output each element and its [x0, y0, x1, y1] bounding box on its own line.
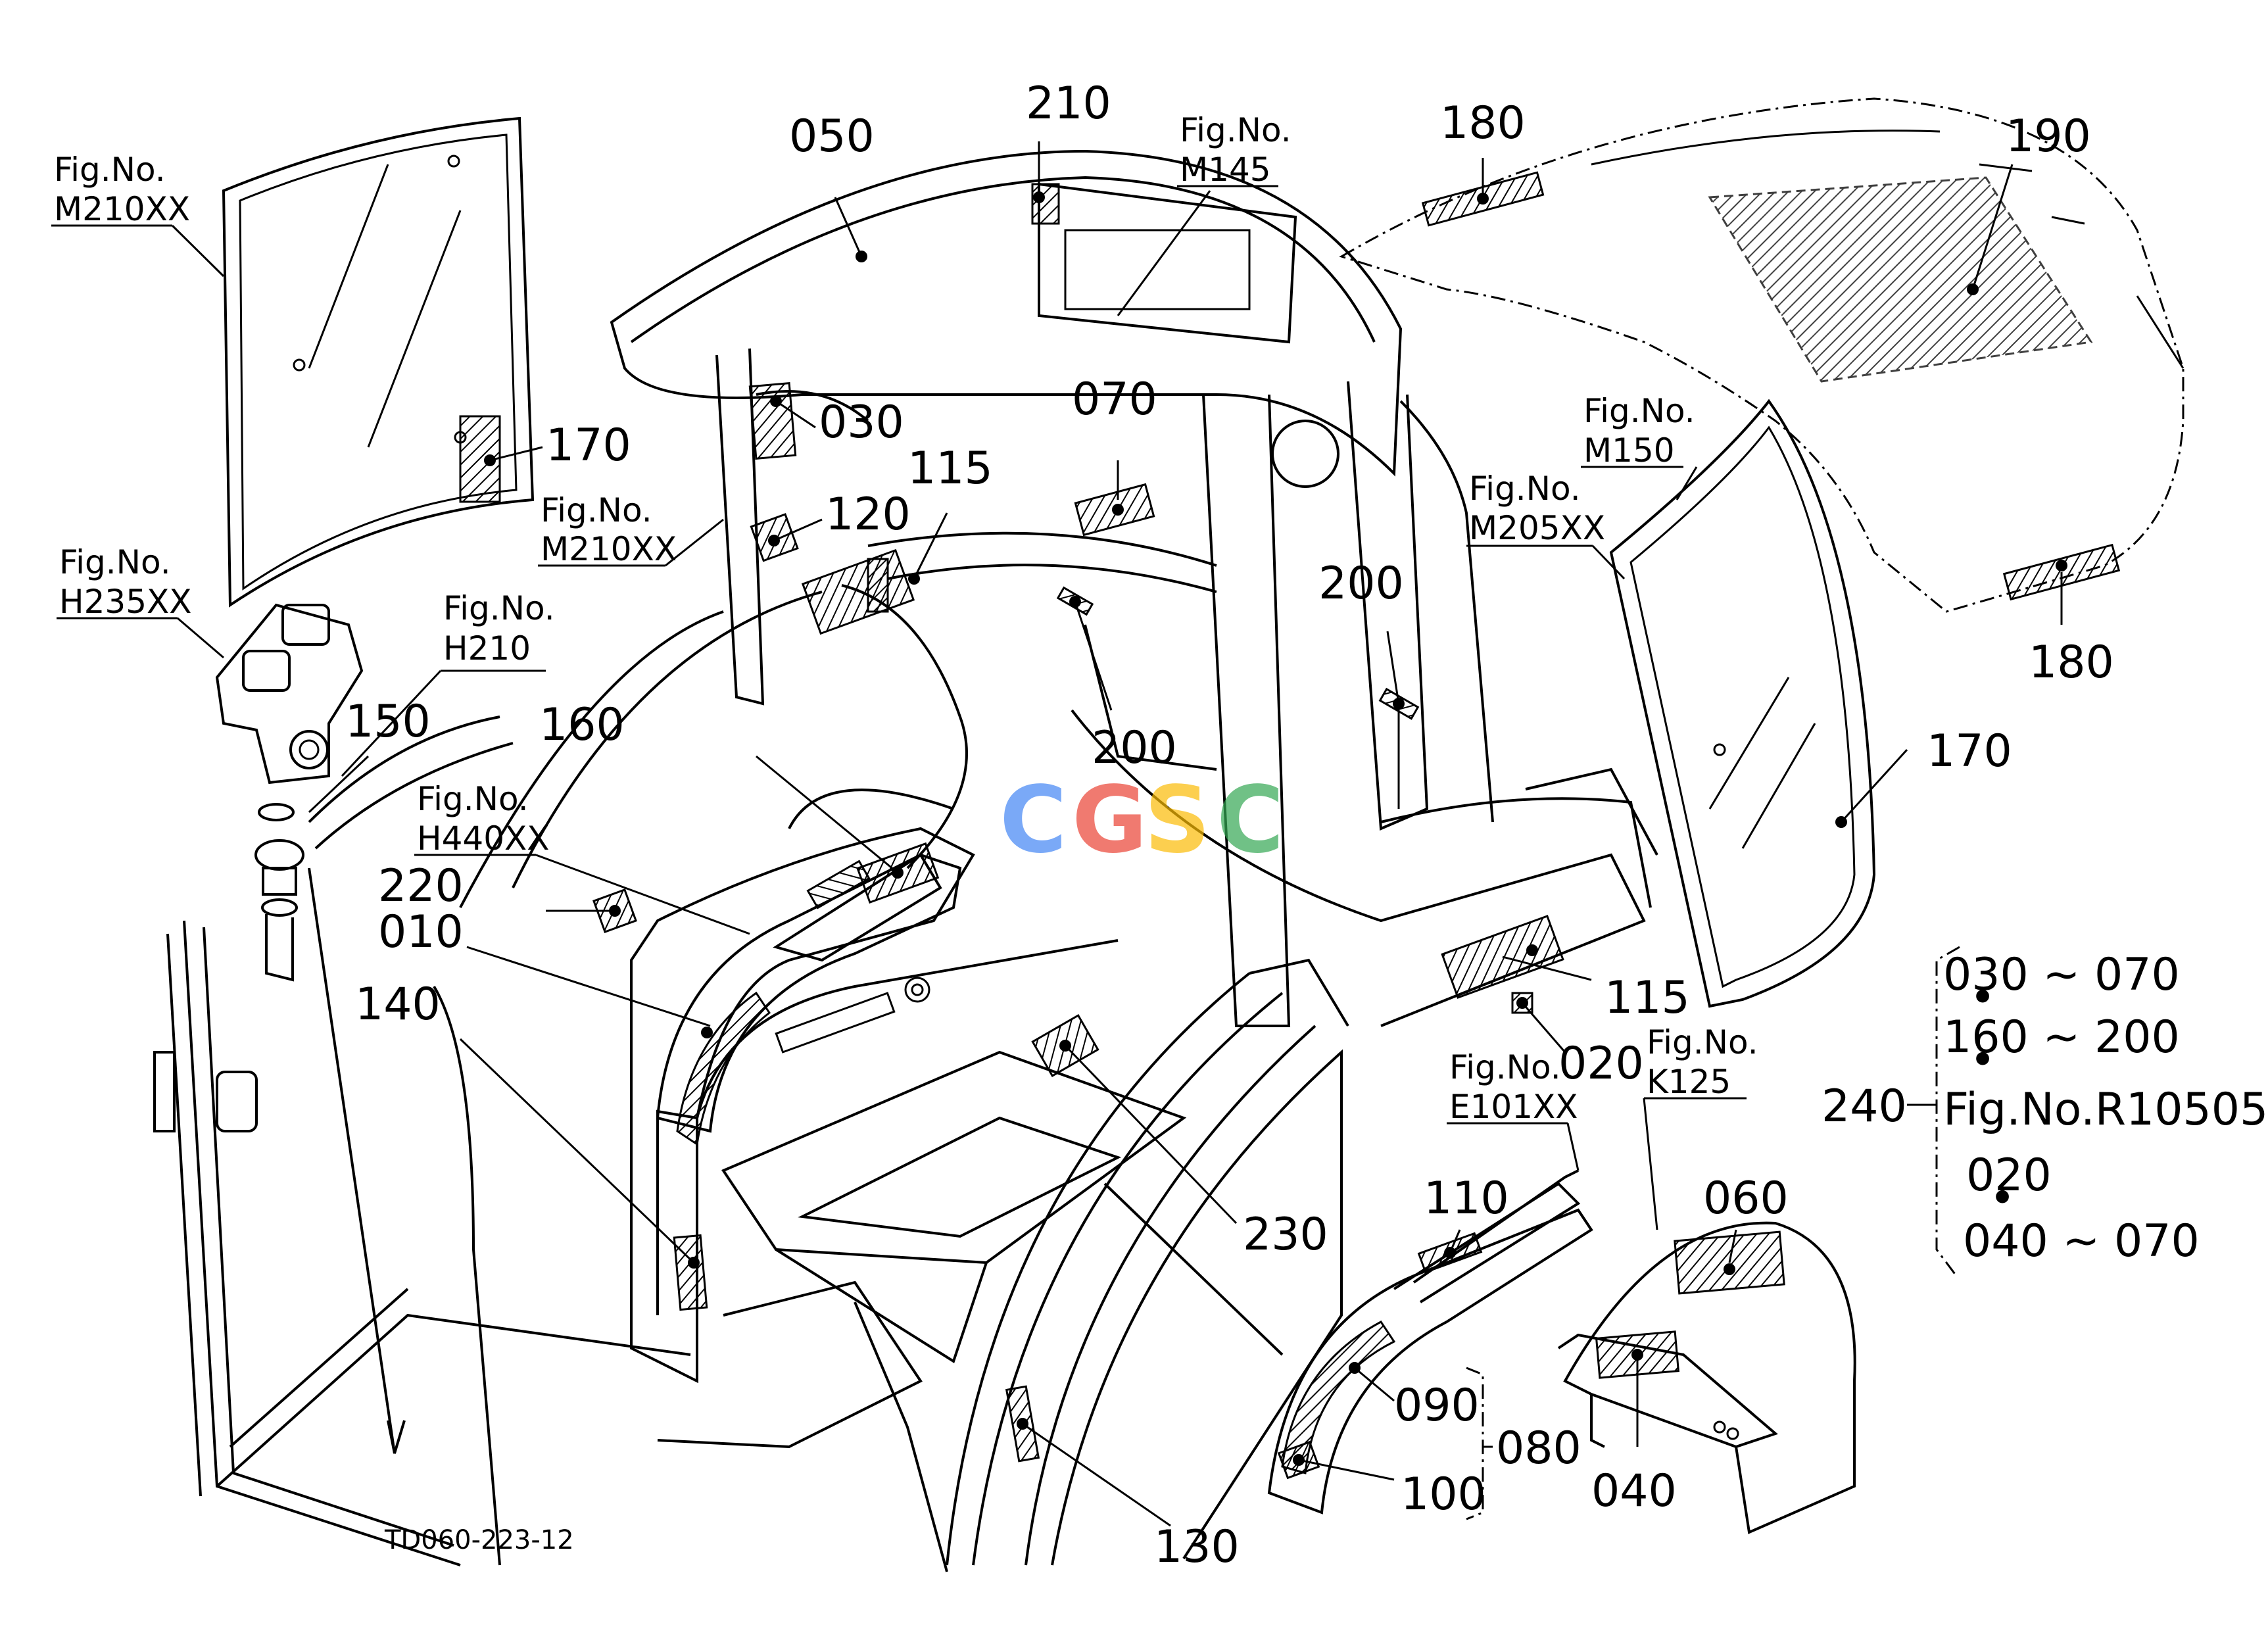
part-label: 190: [2006, 110, 2091, 162]
part-numbers: 170 050 210 030 120 115 070 150 160 220 …: [345, 78, 2114, 1573]
watermark-letter: G: [1072, 767, 1147, 874]
watermark-logo: C G S C: [1000, 767, 1284, 874]
leader-dots: [484, 191, 2067, 1466]
part-label: 170: [546, 420, 631, 472]
part-label: 140: [355, 979, 441, 1031]
part-label: 180: [2029, 637, 2114, 689]
part-label: 150: [345, 696, 431, 748]
left-door-glass: [222, 116, 535, 608]
group-line: 160 ~ 200: [1943, 1011, 2180, 1063]
part-label: 060: [1703, 1173, 1789, 1225]
fig-ref-top: Fig.No.: [1180, 111, 1291, 149]
watermark-letter: C: [1000, 767, 1067, 874]
group-separator: •: [1989, 1173, 2015, 1225]
line-art: [51, 97, 2184, 1572]
fig-ref-top: Fig.No.: [1647, 1023, 1758, 1061]
fig-ref-code: H440XX: [417, 819, 550, 858]
fig-ref-top: Fig.No.: [443, 589, 555, 627]
right-door-glass: [1609, 399, 1876, 1008]
part-label: 030: [819, 397, 904, 449]
group-line: Fig.No.R10505: [1943, 1084, 2268, 1136]
part-label: 100: [1401, 1468, 1486, 1520]
part-label: 210: [1026, 78, 1111, 130]
part-label: 230: [1243, 1209, 1328, 1261]
fig-ref-code: M210XX: [54, 190, 190, 228]
group-line: 040 ~ 070: [1963, 1215, 2200, 1267]
fig-ref-code: E101XX: [1449, 1088, 1578, 1126]
fig-ref-code: H210: [443, 629, 531, 667]
group-240-note: 240 030 ~ 070 • 160 ~ 200 • Fig.No.R1050…: [1822, 949, 2268, 1267]
fig-ref-top: Fig.No.: [541, 491, 652, 529]
group-line: 030 ~ 070: [1943, 949, 2180, 1001]
fig-ref-code: M205XX: [1469, 509, 1605, 547]
group-line: 020: [1966, 1150, 2052, 1201]
rear-fender: [1557, 1221, 1856, 1534]
reference-underlines: [51, 185, 1747, 1125]
part-label: 180: [1440, 97, 1526, 149]
figure-references: Fig.No. M210XX Fig.No. M210XX Fig.No. H2…: [54, 111, 1758, 1126]
fig-ref-code: M150: [1583, 431, 1675, 470]
fig-ref-top: Fig.No.: [59, 543, 171, 581]
part-label: 050: [789, 110, 875, 162]
part-label: 160: [539, 699, 625, 751]
fig-ref-code: M145: [1180, 151, 1271, 189]
diagram-code: TD060-223-12: [384, 1525, 574, 1555]
roof: [1339, 97, 2184, 613]
part-label: 200: [1092, 722, 1177, 774]
fig-ref-top: Fig.No.: [417, 780, 529, 818]
part-label: 020: [1558, 1038, 1644, 1090]
fig-ref-top: Fig.No.: [1449, 1048, 1561, 1086]
part-label: 090: [1394, 1380, 1480, 1432]
part-label: 110: [1424, 1173, 1509, 1225]
decals: [459, 171, 2121, 1480]
part-label: 080: [1496, 1422, 1581, 1474]
fig-ref-top: Fig.No.: [1469, 470, 1581, 508]
left-door-frame: [153, 920, 691, 1566]
part-label: 120: [825, 489, 911, 541]
part-label: 170: [1927, 725, 2012, 777]
fig-ref-top: Fig.No.: [1583, 392, 1695, 430]
watermark-letter: S: [1144, 767, 1211, 874]
leader-lines: [171, 141, 2063, 1527]
group-separator: •: [1969, 1034, 1996, 1086]
fig-ref-top: Fig.No.: [54, 151, 166, 189]
part-label: 220: [378, 860, 464, 912]
part-label: 200: [1318, 558, 1404, 610]
valve-assembly: [215, 603, 514, 982]
group-separator: •: [1969, 972, 1996, 1024]
fig-ref-code: K125: [1647, 1063, 1731, 1101]
part-label: 115: [907, 443, 993, 495]
fig-ref-code: M210XX: [541, 530, 677, 568]
part-label: 040: [1591, 1465, 1677, 1517]
watermark-letter: C: [1217, 767, 1284, 874]
fig-ref-code: H235XX: [59, 583, 192, 621]
part-label: 115: [1604, 972, 1690, 1024]
part-label: 010: [378, 906, 464, 958]
part-label: 070: [1072, 374, 1157, 425]
part-label: 130: [1154, 1521, 1240, 1573]
group-number: 240: [1822, 1080, 1907, 1132]
fender-pillar: [433, 591, 1349, 1566]
